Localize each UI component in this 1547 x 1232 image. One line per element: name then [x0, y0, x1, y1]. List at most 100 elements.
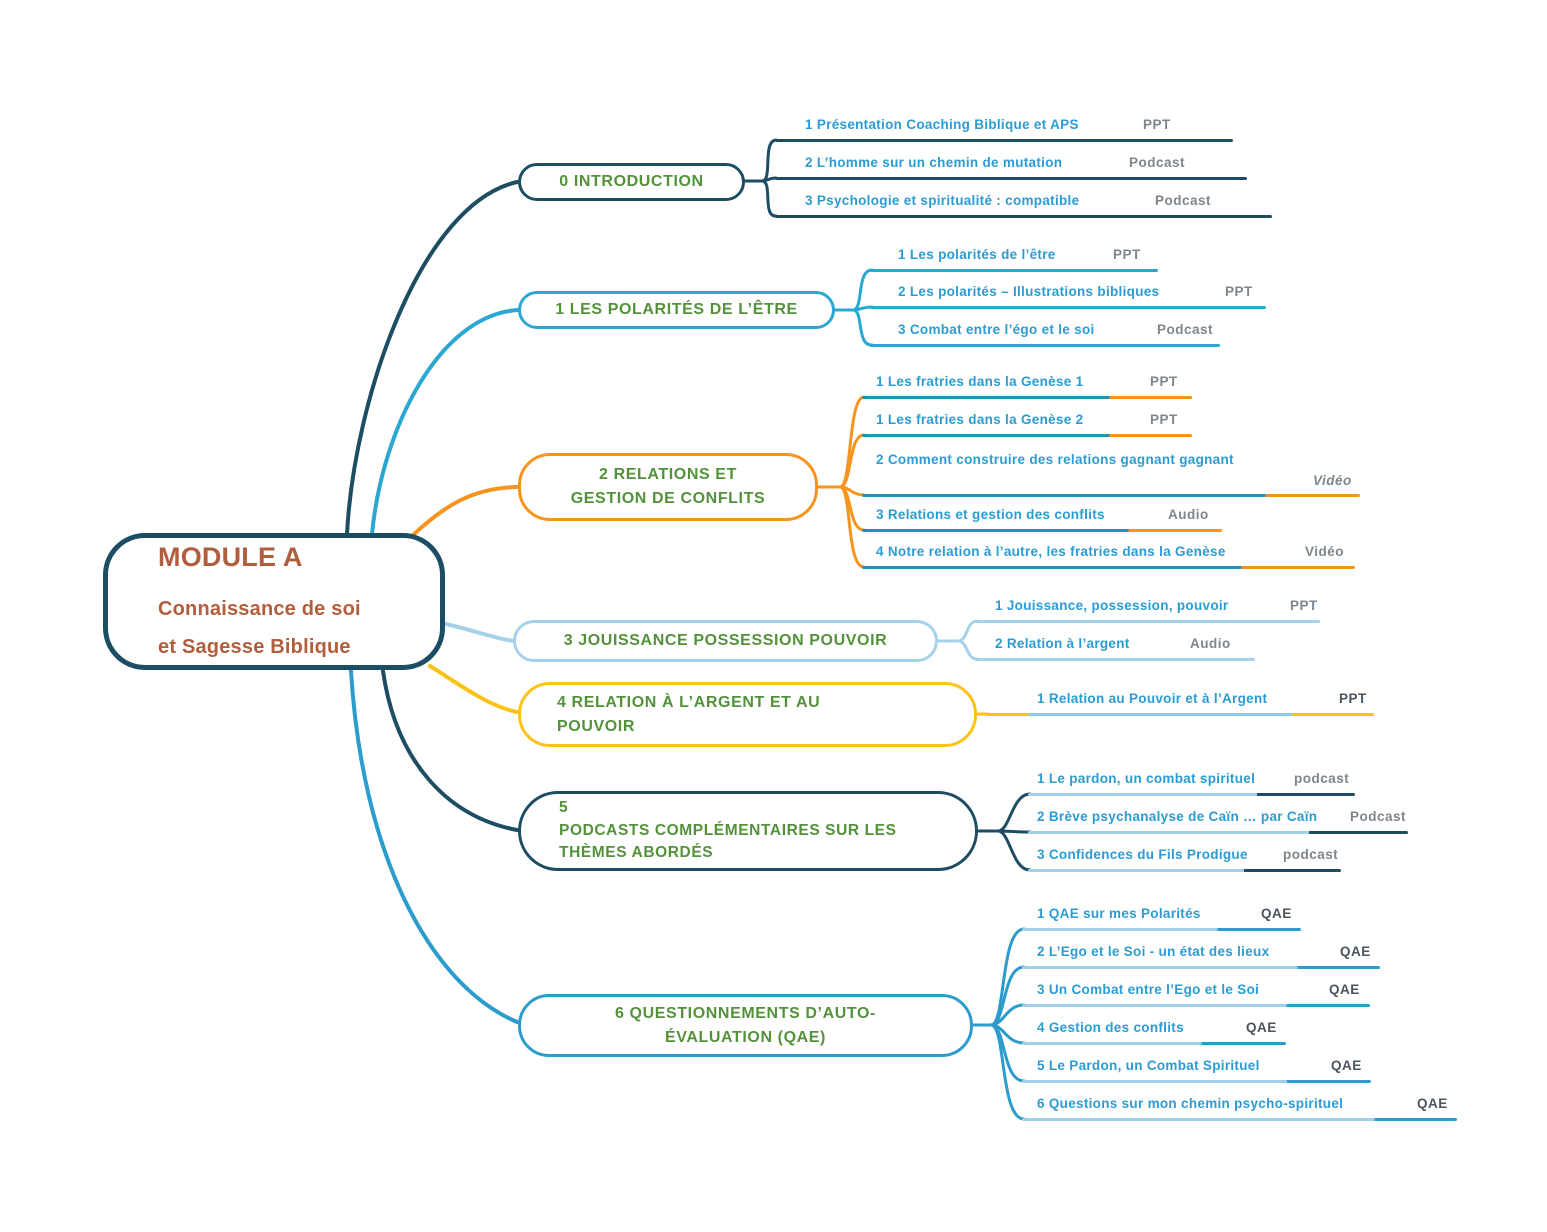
root-title: MODULE A [158, 542, 303, 573]
branch-node-jouissance[interactable]: 3 JOUISSANCE POSSESSION POUVOIR [513, 620, 938, 662]
connector-root-introduction [345, 180, 519, 536]
leaf-row[interactable]: 3 Un Combat entre l’Ego et le Soi QAE [1022, 981, 1370, 1007]
fan-polarites [833, 268, 874, 347]
leaf-row[interactable]: 3 Confidences du Fils Prodigue podcast [1028, 846, 1341, 872]
branch-label: 3 JOUISSANCE POSSESSION POUVOIR [563, 632, 888, 649]
leaf-label: 3 Un Combat entre l’Ego et le Soi [1037, 982, 1260, 997]
leaf-label: 1 Les fratries dans la Genèse 2 [876, 412, 1084, 427]
leaf-label: 1 Présentation Coaching Biblique et APS [805, 117, 1079, 132]
branch-node-relations[interactable]: 2 RELATIONS ET GESTION DE CONFLITS [518, 453, 818, 521]
leaf-type-badge: QAE [1340, 944, 1371, 959]
leaf-label: 2 Les polarités – Illustrations biblique… [898, 284, 1160, 299]
leaf-type-badge: PPT [1150, 412, 1178, 427]
leaf-type-badge: PPT [1143, 117, 1171, 132]
leaf-underline [1022, 1041, 1286, 1045]
leaf-type-badge: QAE [1329, 982, 1360, 997]
leaf-row[interactable]: 1 Les polarités de l’être PPT [870, 246, 1158, 272]
leaf-label: 1 Le pardon, un combat spirituel [1037, 771, 1256, 786]
leaf-row[interactable]: 1 Les fratries dans la Genèse 1 PPT [862, 373, 1192, 399]
leaf-row[interactable]: 1 QAE sur mes Polarités QAE [1022, 905, 1301, 931]
leaf-underline [1022, 927, 1301, 931]
fan-introduction [743, 138, 778, 218]
leaf-label: 2 Relation à l’argent [995, 636, 1130, 651]
leaf-label: 1 Les fratries dans la Genèse 1 [876, 374, 1084, 389]
branch-label: 1 LES POLARITÉS DE L’ÊTRE [555, 301, 798, 318]
leaf-label: 2 Brève psychanalyse de Caïn … par Caïn [1037, 809, 1318, 824]
branch-node-introduction[interactable]: 0 INTRODUCTION [518, 163, 745, 201]
leaf-row[interactable]: 2 Les polarités – Illustrations biblique… [870, 283, 1266, 309]
root-node[interactable]: MODULE A Connaissance de soi et Sagesse … [103, 533, 445, 670]
leaf-underline [975, 657, 1255, 661]
leaf-row[interactable]: 2 Brève psychanalyse de Caïn … par Caïn … [1028, 808, 1408, 834]
leaf-type-badge: Podcast [1155, 193, 1212, 208]
fan-podcasts [976, 792, 1032, 872]
connector-root-polarites [370, 308, 519, 536]
leaf-label: 4 Notre relation à l’autre, les fratries… [876, 544, 1226, 559]
connector-root-jouissance [444, 622, 515, 643]
leaf-underline [1022, 1117, 1457, 1121]
leaf-type-badge: Podcast [1157, 322, 1214, 337]
leaf-label: 1 Relation au Pouvoir et à l’Argent [1037, 691, 1268, 706]
leaf-row[interactable]: 1 Relation au Pouvoir et à l’Argent PPT [985, 690, 1374, 716]
leaf-row[interactable]: 1 Les fratries dans la Genèse 2 PPT [862, 411, 1192, 437]
leaf-underline [870, 343, 1220, 347]
leaf-row[interactable]: 4 Notre relation à l’autre, les fratries… [862, 543, 1355, 569]
leaf-type-badge: podcast [1294, 771, 1350, 786]
leaf-type-badge: PPT [1225, 284, 1253, 299]
connector-root-podcasts [381, 669, 519, 832]
leaf-label: 3 Relations et gestion des conflits [876, 507, 1105, 522]
leaf-type-badge: PPT [1339, 691, 1367, 706]
leaf-type-badge: Audio [1190, 636, 1231, 651]
branch-node-podcasts[interactable]: 5 PODCASTS COMPLÉMENTAIRES SUR LES THÈME… [518, 791, 978, 871]
leaf-underline [862, 433, 1192, 437]
leaf-row[interactable]: 1 Présentation Coaching Biblique et APS … [775, 116, 1233, 142]
connector-root-relations [410, 485, 519, 538]
leaf-underline [862, 528, 1222, 532]
leaf-label: 2 L’homme sur un chemin de mutation [805, 155, 1063, 170]
leaf-row[interactable]: 5 Le Pardon, un Combat Spirituel QAE [1022, 1057, 1371, 1083]
branch-node-qae[interactable]: 6 QUESTIONNEMENTS D’AUTO- ÉVALUATION (QA… [518, 994, 973, 1057]
leaf-type-badge: QAE [1417, 1096, 1448, 1111]
leaf-row[interactable]: 3 Relations et gestion des conflits Audi… [862, 506, 1222, 532]
leaf-type-badge: Podcast [1129, 155, 1186, 170]
leaf-row[interactable]: 4 Gestion des conflits QAE [1022, 1019, 1286, 1045]
leaf-type-badge: QAE [1261, 906, 1292, 921]
fan-jouissance [936, 619, 979, 661]
fan-relations [816, 395, 866, 569]
leaf-underline [775, 138, 1233, 142]
leaf-label: 3 Combat entre l’égo et le soi [898, 322, 1095, 337]
leaf-label: 1 Jouissance, possession, pouvoir [995, 598, 1229, 613]
leaf-row[interactable]: 2 Comment construire des relations gagna… [862, 451, 1360, 497]
leaf-underline [862, 565, 1355, 569]
leaf-underline [985, 712, 1374, 716]
branch-node-argent[interactable]: 4 RELATION À L’ARGENT ET AU POUVOIR [518, 682, 977, 747]
leaf-underline [1022, 1079, 1371, 1083]
branch-node-polarites[interactable]: 1 LES POLARITÉS DE L’ÊTRE [518, 291, 835, 329]
leaf-label: 2 L’Ego et le Soi - un état des lieux [1037, 944, 1270, 959]
leaf-row[interactable]: 3 Psychologie et spiritualité : compatib… [775, 192, 1272, 218]
leaf-underline [862, 395, 1192, 399]
leaf-underline [975, 619, 1320, 623]
leaf-row[interactable]: 2 L’homme sur un chemin de mutation Podc… [775, 154, 1247, 180]
leaf-row[interactable]: 3 Combat entre l’égo et le soi Podcast [870, 321, 1220, 347]
leaf-type-badge: Podcast [1350, 809, 1407, 824]
connector-root-qae [349, 669, 519, 1024]
leaf-row[interactable]: 2 Relation à l’argent Audio [975, 635, 1255, 661]
leaf-row[interactable]: 2 L’Ego et le Soi - un état des lieux QA… [1022, 943, 1380, 969]
branch-label: 5 PODCASTS COMPLÉMENTAIRES SUR LES THÈME… [559, 799, 897, 862]
leaf-type-badge: Audio [1168, 507, 1209, 522]
leaf-underline [870, 268, 1158, 272]
leaf-underline [775, 214, 1272, 218]
leaf-underline [1028, 868, 1341, 872]
leaf-row[interactable]: 6 Questions sur mon chemin psycho-spirit… [1022, 1095, 1457, 1121]
leaf-label: 5 Le Pardon, un Combat Spirituel [1037, 1058, 1260, 1073]
root-subtitle: Connaissance de soi et Sagesse Biblique [158, 597, 361, 658]
leaf-label: 6 Questions sur mon chemin psycho-spirit… [1037, 1096, 1344, 1111]
leaf-underline [1028, 830, 1408, 834]
leaf-row[interactable]: 1 Le pardon, un combat spirituel podcast [1028, 770, 1355, 796]
leaf-underline [870, 305, 1266, 309]
leaf-row[interactable]: 1 Jouissance, possession, pouvoir PPT [975, 597, 1320, 623]
fan-qae [971, 927, 1026, 1121]
